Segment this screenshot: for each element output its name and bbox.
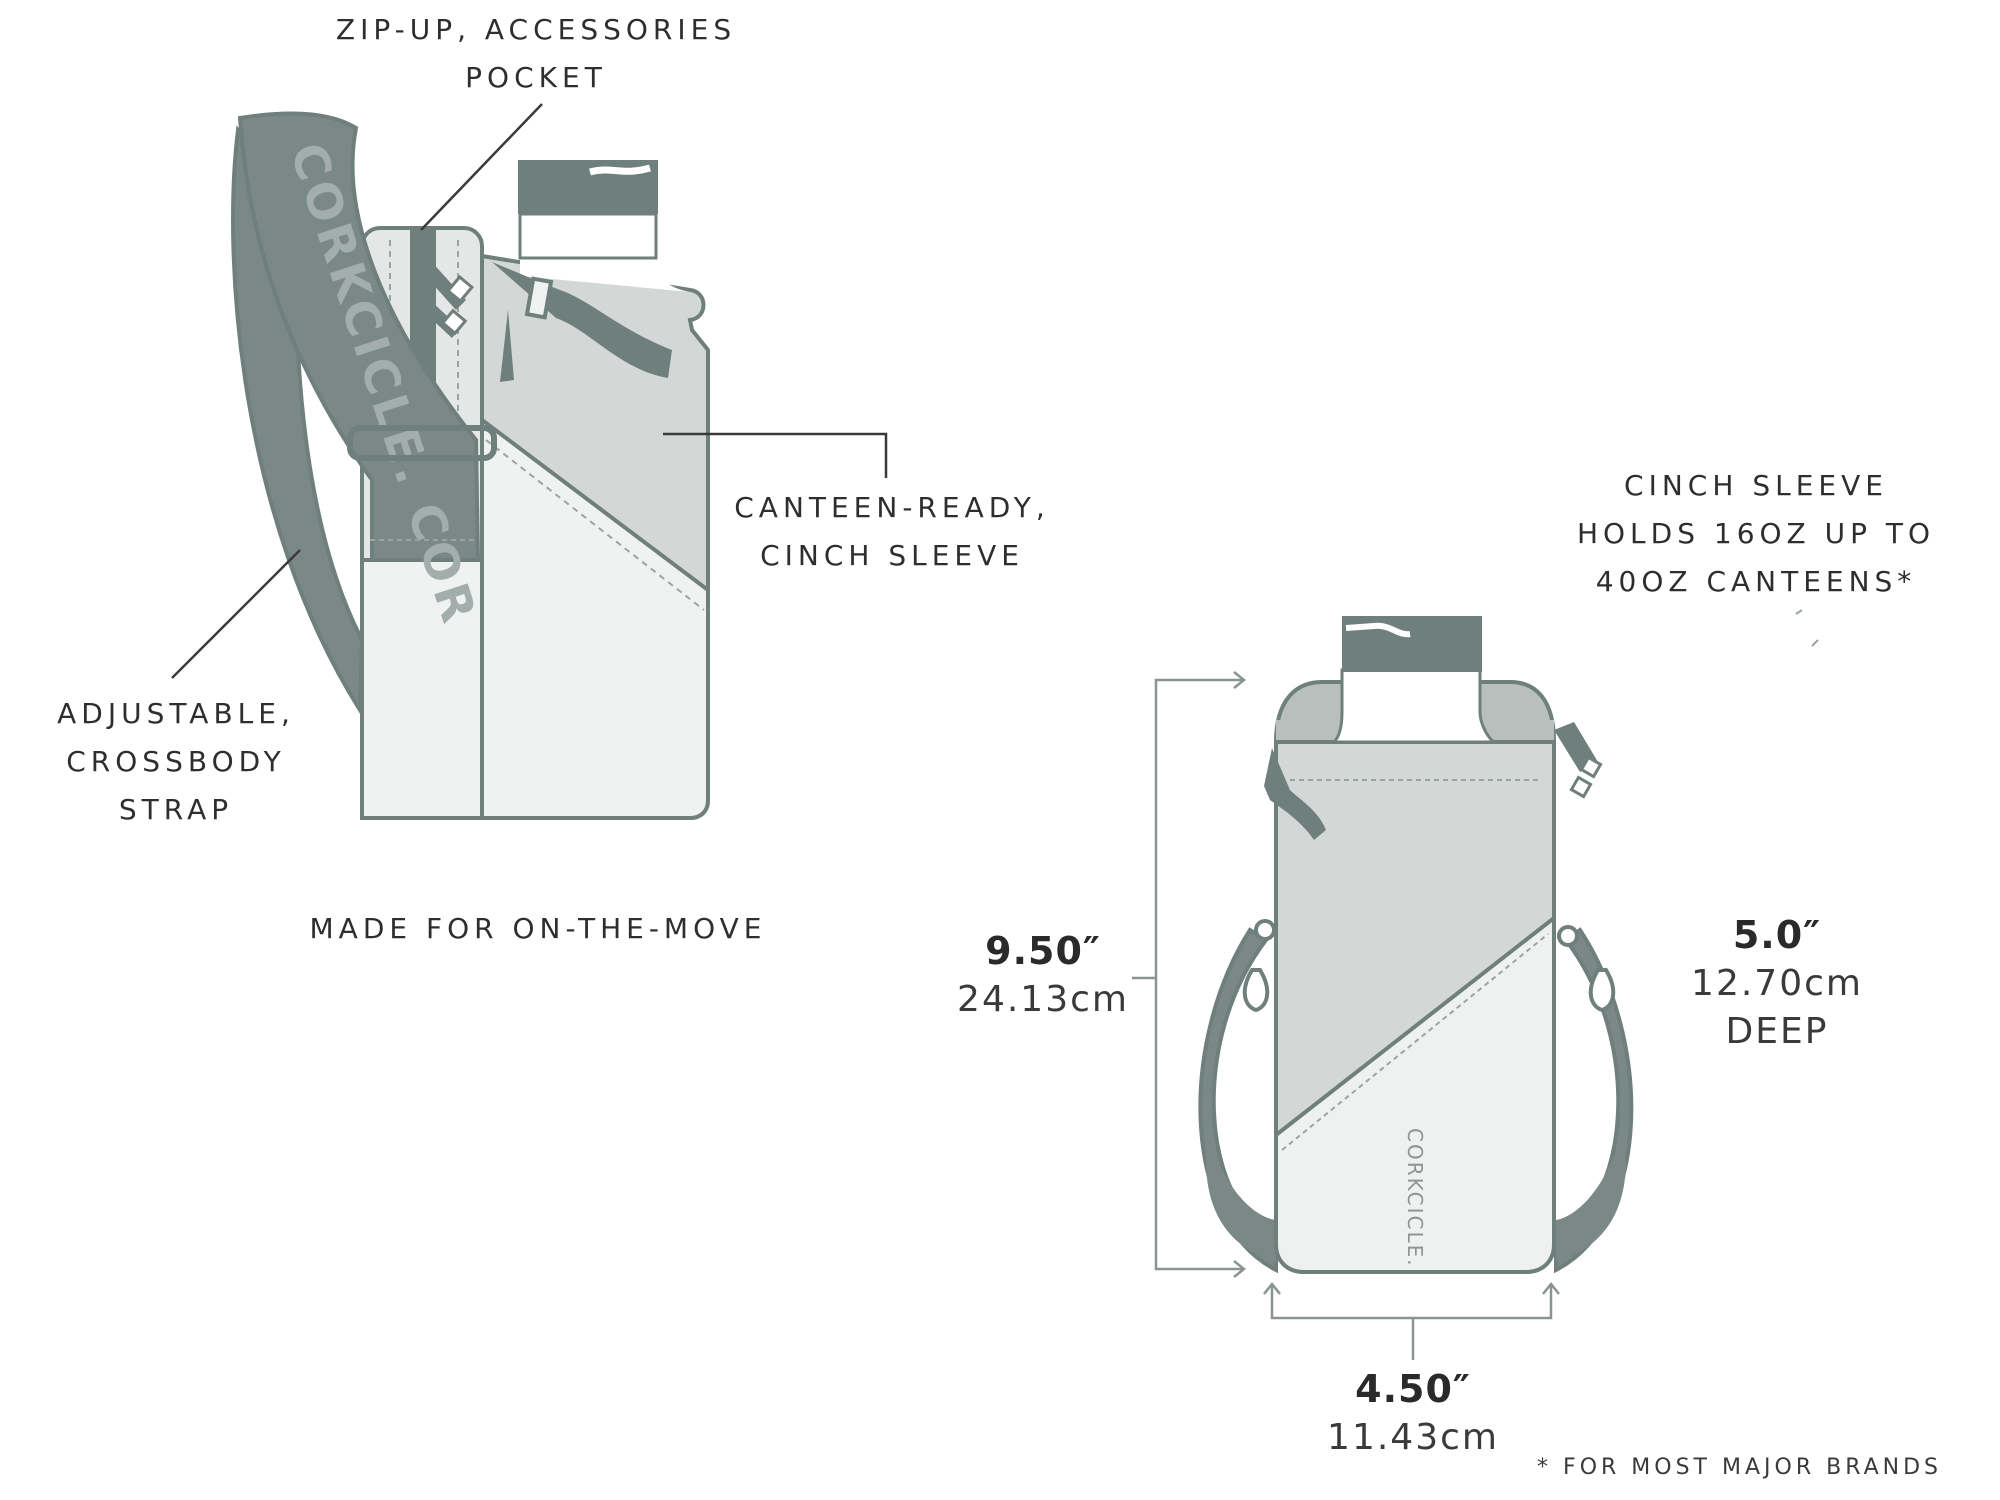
height-metric: 24.13cm <box>957 979 1129 1020</box>
front-lower-panel <box>1274 913 1556 1274</box>
height-dimension-line <box>1132 671 1247 1278</box>
width-dimension: 4.50″ 11.43cm <box>1327 1364 1499 1462</box>
height-dimension: 9.50″ 24.13cm <box>957 926 1129 1024</box>
footnote: * FOR MOST MAJOR BRANDS <box>1537 1455 1942 1480</box>
width-imperial: 4.50″ <box>1355 1367 1471 1411</box>
callout-line: STRAP <box>118 793 234 826</box>
callout-line: CROSSBODY <box>66 745 286 778</box>
capacity-callout: CINCH SLEEVE HOLDS 16OZ UP TO 40OZ CANTE… <box>1577 462 1935 606</box>
width-dimension-line <box>1263 1281 1560 1360</box>
height-imperial: 9.50″ <box>985 929 1101 973</box>
depth-dimension: 5.0″ 12.70cm DEEP <box>1691 910 1863 1056</box>
front-view-bag: CORKCICLE. <box>1198 616 1634 1274</box>
depth-note: DEEP <box>1725 1011 1829 1052</box>
strap-d-ring <box>347 425 497 461</box>
strap-leader <box>171 549 301 679</box>
crossbody-strap-front <box>237 111 481 562</box>
callout-line: CANTEEN-READY, <box>734 491 1050 524</box>
zip-pocket-leader <box>420 103 543 231</box>
zipper-pull-icon <box>422 260 475 338</box>
cinch-toggle-icon <box>524 276 554 320</box>
side-view-bag: CORKCICLE. COR <box>231 111 710 820</box>
front-zipper-pull-icon <box>1554 722 1603 799</box>
front-canteen-bottle <box>1330 616 1499 744</box>
depth-imperial: 5.0″ <box>1732 913 1822 957</box>
front-cinch-cord <box>1264 748 1326 840</box>
bag-wordmark: CORKCICLE. <box>1403 1128 1427 1268</box>
canteen-bottle <box>518 160 690 292</box>
callout-line: POCKET <box>465 61 607 94</box>
tagline: MADE FOR ON-THE-MOVE <box>309 912 767 945</box>
callout-line: 40OZ CANTEENS* <box>1595 565 1917 598</box>
zip-pocket-callout: ZIP-UP, ACCESSORIES POCKET <box>336 6 736 102</box>
strap-callout: ADJUSTABLE, CROSSBODY STRAP <box>57 690 295 834</box>
callout-line: HOLDS 16OZ UP TO <box>1576 517 1936 550</box>
callout-line: ZIP-UP, ACCESSORIES <box>335 13 737 46</box>
canteen-sleeve-callout: CANTEEN-READY, CINCH SLEEVE <box>734 484 1050 580</box>
canteen-sleeve-leader <box>663 432 888 478</box>
callout-line: CINCH SLEEVE <box>1624 469 1888 502</box>
callout-line: CINCH SLEEVE <box>760 539 1024 572</box>
depth-metric: 12.70cm <box>1691 963 1863 1004</box>
callout-line: ADJUSTABLE, <box>57 697 295 730</box>
width-metric: 11.43cm <box>1327 1417 1499 1458</box>
lower-diagonal-panel <box>480 415 710 820</box>
